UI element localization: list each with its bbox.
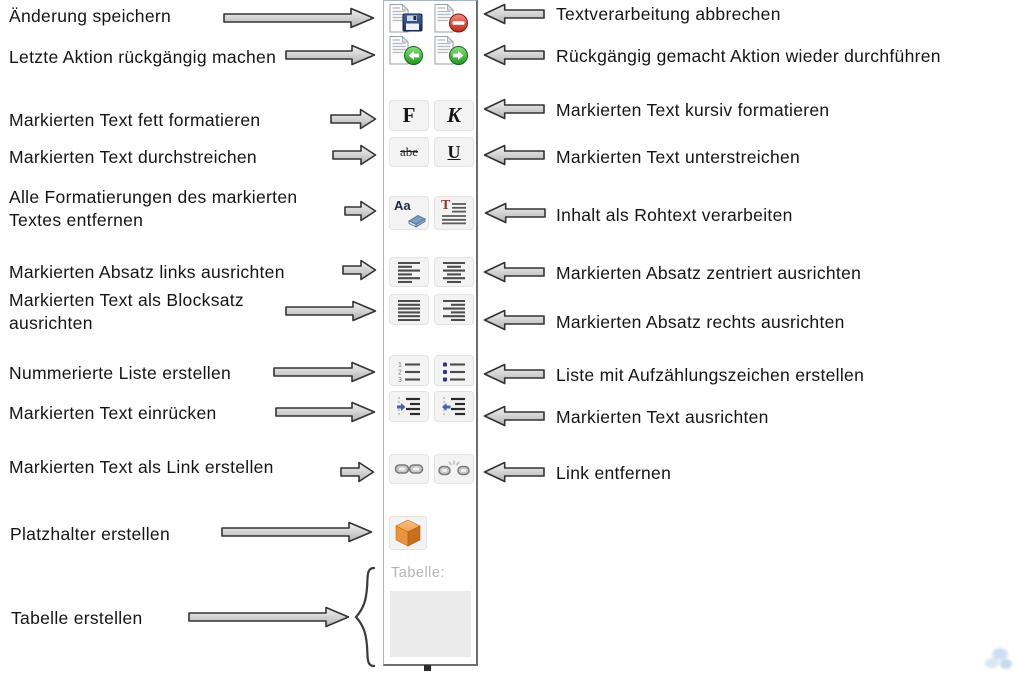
left-label-placeholder: Platzhalter erstellen bbox=[10, 524, 170, 544]
right-label-underline: Markierten Text unterstreichen bbox=[556, 147, 801, 167]
resize-handle bbox=[424, 665, 431, 671]
arrow-right-icon bbox=[340, 461, 375, 483]
left-label-bold: Markierten Text fett formatieren bbox=[9, 110, 261, 130]
redo-button[interactable] bbox=[432, 35, 470, 66]
brace-icon bbox=[354, 566, 376, 668]
raw-text-icon: T bbox=[440, 198, 468, 225]
right-label-cancel: Textverarbeitung abbrechen bbox=[556, 4, 781, 24]
bold-button[interactable]: F bbox=[389, 100, 429, 131]
justify-icon bbox=[398, 299, 420, 321]
left-label-indent: Markierten Text einrücken bbox=[9, 403, 217, 423]
align-left-button[interactable] bbox=[389, 257, 429, 287]
align-right-icon bbox=[443, 299, 465, 321]
watermark bbox=[985, 648, 1012, 669]
remove-format-glyph: Aa bbox=[394, 198, 411, 213]
raw-text-glyph: T bbox=[441, 198, 451, 213]
save-button[interactable] bbox=[387, 3, 425, 34]
right-label-align-center: Markierten Absatz zentriert ausrichten bbox=[556, 263, 862, 283]
raw-text-button[interactable]: T bbox=[434, 196, 474, 230]
arrow-right-icon bbox=[273, 361, 376, 383]
align-left-icon bbox=[398, 261, 420, 283]
left-label-numbered-list: Nummerierte Liste erstellen bbox=[9, 363, 232, 383]
arrow-right-icon bbox=[221, 521, 373, 543]
arrow-right-icon bbox=[342, 259, 377, 281]
arrow-right-icon bbox=[332, 144, 377, 166]
arrow-right-icon bbox=[188, 606, 350, 628]
right-label-redo: Rückgängig gemacht Aktion wieder durchfü… bbox=[556, 46, 941, 66]
eraser-icon bbox=[408, 215, 426, 228]
right-label-unlink: Link entfernen bbox=[556, 463, 672, 483]
bullet-list-icon bbox=[443, 362, 465, 381]
arrow-right-icon bbox=[275, 401, 376, 423]
align-center-button[interactable] bbox=[434, 257, 474, 287]
right-label-align-right: Markierten Absatz rechts ausrichten bbox=[556, 312, 845, 332]
placeholder-cube-icon bbox=[395, 519, 421, 547]
underline-button[interactable]: U bbox=[434, 137, 474, 167]
strikethrough-glyph: abe bbox=[399, 144, 419, 159]
left-label-link: Markierten Text als Link erstellen bbox=[9, 457, 274, 477]
left-label-remove-format: Alle Formatierungen des markierten Texte… bbox=[9, 187, 298, 230]
align-right-button[interactable] bbox=[434, 294, 474, 325]
left-label-strike: Markierten Text durchstreichen bbox=[9, 147, 257, 167]
right-label-italic: Markierten Text kursiv formatieren bbox=[556, 100, 830, 120]
list-number: 1 bbox=[398, 362, 402, 369]
link-icon bbox=[394, 464, 424, 474]
indent-button[interactable] bbox=[389, 391, 429, 422]
undo-icon bbox=[389, 35, 423, 65]
undo-button[interactable] bbox=[387, 35, 425, 66]
underline-glyph: U bbox=[447, 141, 461, 162]
table-picker-label: Tabelle: bbox=[391, 565, 445, 581]
right-label-outdent: Markierten Text ausrichten bbox=[556, 407, 769, 427]
remove-format-icon: Aa bbox=[394, 198, 426, 228]
arrow-left-icon bbox=[483, 3, 545, 25]
link-button[interactable] bbox=[389, 454, 429, 484]
list-number: 3 bbox=[398, 377, 402, 382]
outdent-button[interactable] bbox=[434, 391, 474, 422]
left-label-undo: Letzte Aktion rückgängig machen bbox=[9, 47, 277, 67]
right-label-bullet-list: Liste mit Aufzählungszeichen erstellen bbox=[556, 365, 865, 385]
align-center-icon bbox=[443, 261, 465, 283]
arrow-left-icon bbox=[483, 461, 545, 483]
strikethrough-button[interactable]: abe bbox=[389, 137, 429, 167]
save-icon bbox=[389, 3, 423, 33]
arrow-left-icon bbox=[483, 261, 545, 283]
arrow-left-icon bbox=[484, 202, 546, 224]
numbered-list-button[interactable]: 1 2 3 bbox=[389, 355, 429, 386]
arrow-right-icon bbox=[285, 44, 376, 66]
italic-button[interactable]: K bbox=[434, 100, 474, 131]
cancel-icon bbox=[434, 3, 468, 33]
raw-text-lines-icon bbox=[442, 203, 466, 225]
table-picker[interactable] bbox=[390, 591, 471, 657]
numbered-list-icon: 1 2 3 bbox=[398, 362, 420, 382]
italic-glyph: K bbox=[446, 103, 461, 127]
bullet-list-button[interactable] bbox=[434, 355, 474, 386]
arrow-left-icon bbox=[483, 363, 545, 385]
list-number: 2 bbox=[398, 369, 402, 376]
indent-icon bbox=[397, 396, 420, 417]
arrow-left-icon bbox=[483, 44, 545, 66]
arrow-left-icon bbox=[483, 98, 545, 120]
bold-glyph: F bbox=[402, 103, 416, 127]
redo-icon bbox=[434, 35, 468, 65]
remove-format-button[interactable]: Aa bbox=[389, 196, 429, 230]
cancel-button[interactable] bbox=[432, 3, 470, 34]
justify-button[interactable] bbox=[389, 294, 429, 325]
arrow-left-icon bbox=[483, 309, 545, 331]
outdent-icon bbox=[442, 396, 465, 417]
placeholder-button[interactable] bbox=[389, 516, 427, 550]
left-label-save: Änderung speichern bbox=[9, 6, 172, 26]
unlink-icon bbox=[438, 460, 470, 476]
right-label-raw-text: Inhalt als Rohtext verarbeiten bbox=[556, 205, 793, 225]
arrow-right-icon bbox=[344, 200, 377, 222]
left-label-table: Tabelle erstellen bbox=[11, 608, 143, 628]
arrow-left-icon bbox=[483, 144, 545, 166]
left-label-align-left: Markierten Absatz links ausrichten bbox=[9, 262, 285, 282]
arrow-right-icon bbox=[285, 300, 377, 322]
unlink-button[interactable] bbox=[434, 454, 474, 484]
arrow-left-icon bbox=[483, 405, 545, 427]
left-label-justify: Markierten Text als Blocksatz ausrichten bbox=[9, 290, 244, 333]
arrow-right-icon bbox=[330, 108, 377, 130]
arrow-right-icon bbox=[223, 7, 375, 29]
